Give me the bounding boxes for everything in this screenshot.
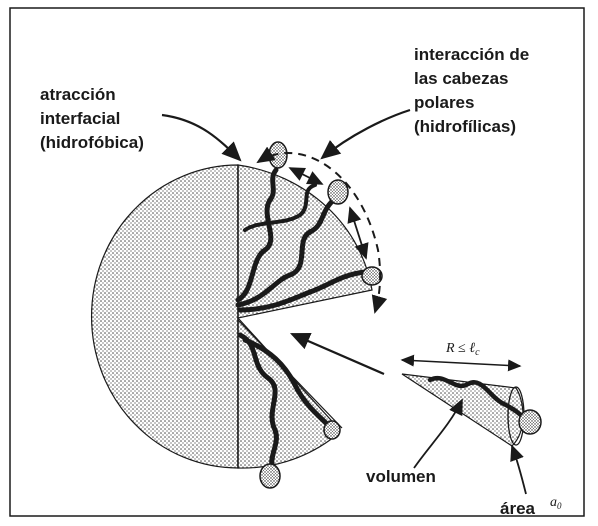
- polar-head: [260, 464, 280, 488]
- interfacial-pointer-arrow: [162, 115, 240, 160]
- micelle-core-half-disk: [92, 165, 238, 468]
- head-spacing-arrow: [290, 168, 322, 184]
- polar-head: [328, 180, 348, 204]
- headgroup-label: interacción de las cabezas polares (hidr…: [414, 45, 534, 136]
- micelle-lower-sector: [238, 318, 340, 468]
- length-relation-label: R ≤ ℓc: [445, 341, 480, 358]
- area-pointer-arrow: [512, 446, 526, 494]
- cone-to-micelle-arrow: [292, 334, 384, 374]
- length-dimension-arrow: [402, 360, 520, 366]
- polar-head: [362, 267, 382, 285]
- area-symbol-label: a0: [550, 495, 562, 511]
- cone-polar-head: [519, 410, 541, 434]
- interfacial-label: atracción interfacial (hidrofóbica): [40, 85, 144, 152]
- polar-head: [324, 421, 340, 439]
- volume-pointer-arrow: [414, 400, 462, 468]
- headgroup-pointer-arrow: [322, 110, 410, 158]
- volume-label: volumen: [366, 467, 436, 486]
- area-label: área: [500, 499, 536, 518]
